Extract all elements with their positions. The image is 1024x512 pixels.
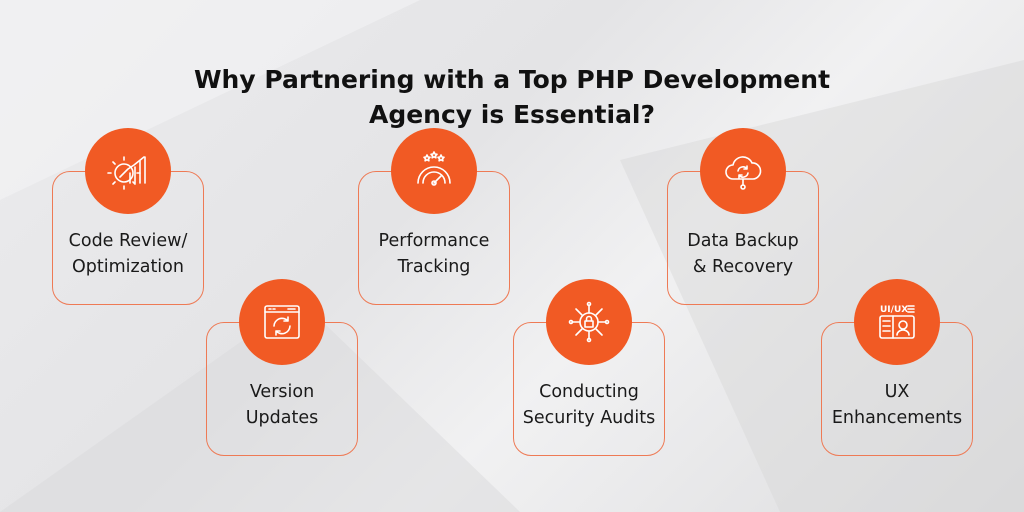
page-title: Why Partnering with a Top PHP Developmen… — [0, 62, 1024, 132]
card-label: Performance — [378, 231, 490, 251]
card-data-backup: Data Backup & Recovery — [667, 128, 819, 305]
card-label: & Recovery — [692, 257, 794, 277]
gear-chart-icon — [85, 128, 171, 214]
ui-ux-layout-icon: UI/UX — [854, 279, 940, 365]
card-label: Conducting — [539, 382, 639, 402]
cloud-sync-icon — [700, 128, 786, 214]
card-label: Updates — [245, 408, 319, 428]
title-line-1: Why Partnering with a Top PHP Developmen… — [193, 65, 831, 94]
card-label: Version — [249, 382, 315, 402]
card-label: Security Audits — [522, 408, 656, 428]
card-label: Code Review/ — [68, 231, 188, 251]
card-label: Tracking — [397, 257, 471, 277]
ux-icon-text: UI/UX — [880, 305, 908, 315]
browser-refresh-icon — [239, 279, 325, 365]
card-label: UX — [884, 382, 910, 402]
card-label: Data Backup — [687, 231, 799, 251]
card-code-review: Code Review/Optimization — [52, 128, 204, 305]
title-line-2: Agency is Essential? — [368, 100, 656, 129]
card-ux-enhancements: UI/UX UX Enhancements — [821, 279, 973, 456]
card-label: Optimization — [72, 257, 184, 277]
circuit-lock-icon — [546, 279, 632, 365]
card-label: Enhancements — [831, 408, 963, 428]
speedometer-stars-icon — [391, 128, 477, 214]
